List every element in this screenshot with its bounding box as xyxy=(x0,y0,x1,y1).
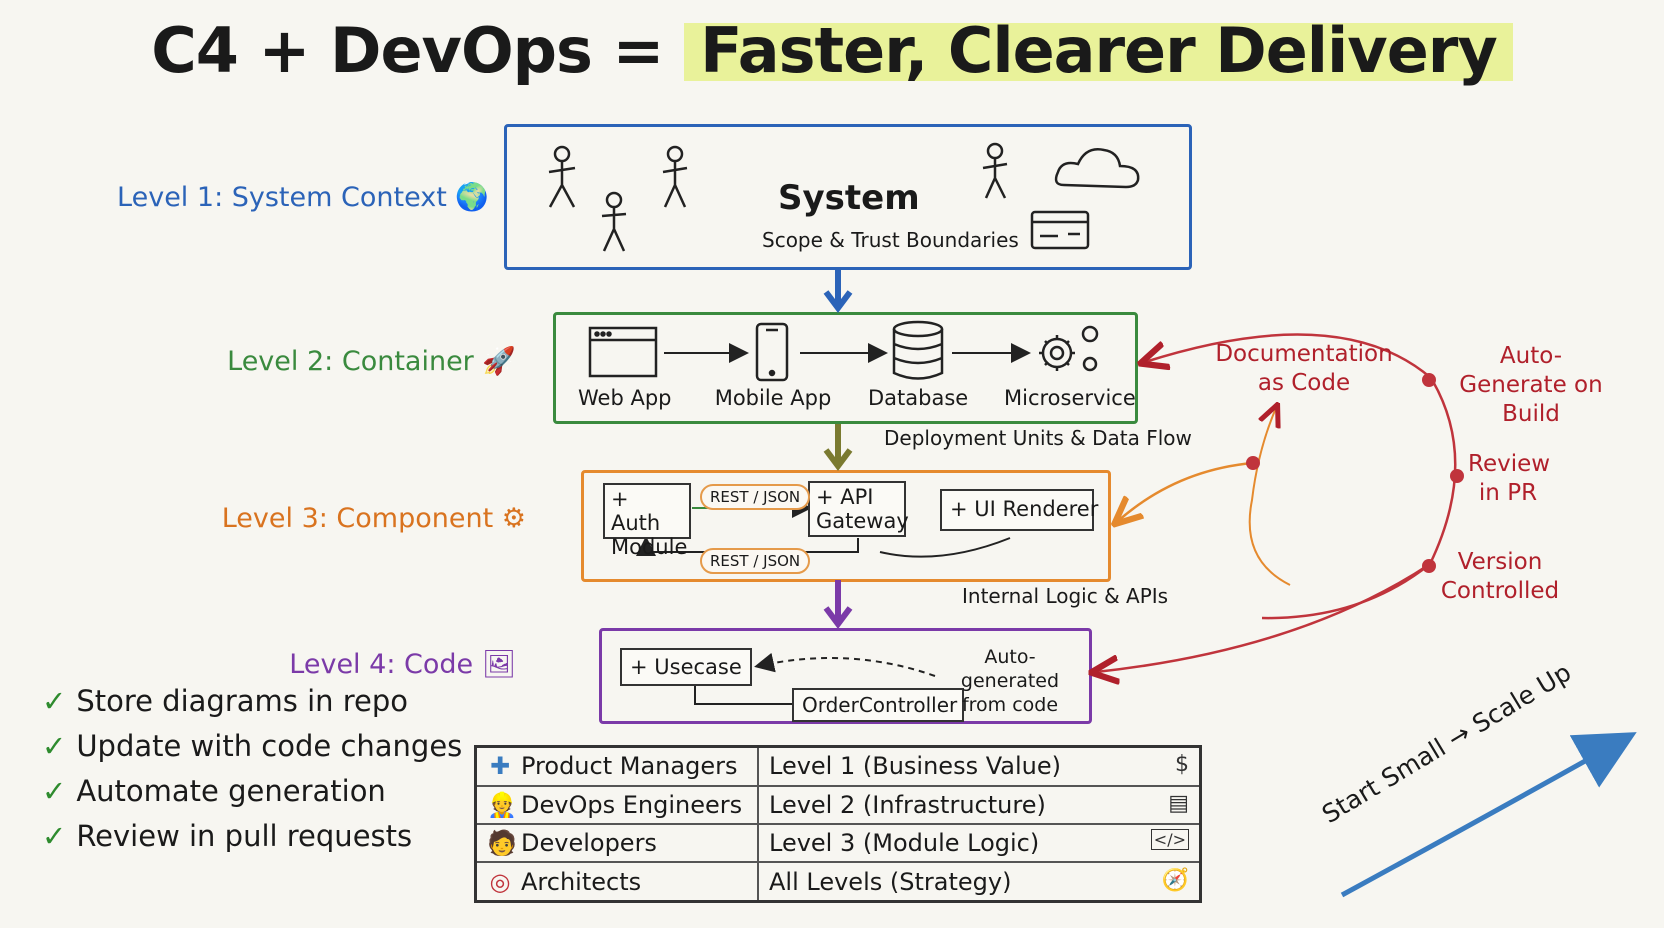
api-gateway-box: + API Gateway xyxy=(808,481,909,537)
picture-icon: 🖼 xyxy=(481,649,516,680)
level1-box xyxy=(504,124,1192,270)
level3-label: Level 3: Component ⚙ xyxy=(221,503,526,534)
rest-json-pill-bottom: REST / JSON xyxy=(700,548,811,574)
credit-card-icon xyxy=(1030,210,1090,250)
mobile-app-label: Mobile App xyxy=(714,386,832,410)
table-row: 🧑Developers Level 3 (Module Logic)</> xyxy=(474,822,1202,864)
cycle-node xyxy=(1450,469,1464,483)
cycle-node xyxy=(1422,559,1436,573)
system-label: System xyxy=(778,178,920,218)
checklist-item: ✓Automate generation xyxy=(42,774,386,808)
level1-caption: Scope & Trust Boundaries xyxy=(762,228,1019,252)
person-icon xyxy=(548,145,576,208)
usecase-box: + Usecase xyxy=(620,648,752,686)
table-row: ◎Architects All Levels (Strategy)🧭 xyxy=(474,861,1202,903)
documentation-as-code-label: Documentation as Code xyxy=(1215,341,1393,396)
web-app-label: Web App xyxy=(578,386,672,410)
cycle-node xyxy=(1422,373,1436,387)
target-icon: ◎ xyxy=(489,867,511,896)
check-icon: ✓ xyxy=(42,684,67,718)
level2-label: Level 2: Container 🚀 xyxy=(227,346,516,377)
roles-table: ✚Product Managers Level 1 (Business Valu… xyxy=(474,745,1202,903)
database-icon xyxy=(892,320,944,380)
developer-icon: 🧑 xyxy=(487,829,517,858)
level2-to-level3-arrow xyxy=(823,424,853,471)
auth-module-box: + Auth Module xyxy=(603,483,691,559)
title-part2: Faster, Clearer Delivery xyxy=(684,14,1513,87)
checklist-item: ✓Store diagrams in repo xyxy=(42,684,409,718)
microservice-gears-icon xyxy=(1039,325,1099,372)
person-icon xyxy=(662,145,688,208)
devops-cycle xyxy=(1261,377,1457,620)
globe-icon: 🌍 xyxy=(455,182,489,213)
table-row: ✚Product Managers Level 1 (Business Valu… xyxy=(474,745,1202,787)
plus-icon: ✚ xyxy=(489,752,511,781)
microservice-label: Microservice xyxy=(1004,386,1136,410)
page-title: C4 + DevOps = Faster, Clearer Delivery xyxy=(0,14,1664,87)
ui-renderer-box: + UI Renderer xyxy=(940,489,1098,531)
checklist-item: ✓Update with code changes xyxy=(42,729,463,763)
check-icon: ✓ xyxy=(42,774,67,808)
engineer-icon: 👷 xyxy=(487,790,517,819)
rest-json-pill-top: REST / JSON xyxy=(700,484,811,510)
checklist-item: ✓Review in pull requests xyxy=(42,819,413,853)
compass-icon: 🧭 xyxy=(1161,867,1189,893)
person-icon xyxy=(601,191,627,252)
money-icon: $ xyxy=(1175,752,1189,778)
level1-label: Level 1: System Context 🌍 xyxy=(117,182,489,213)
server-icon: ▤ xyxy=(1168,790,1189,816)
check-icon: ✓ xyxy=(42,819,67,853)
table-row: 👷DevOps Engineers Level 2 (Infrastructur… xyxy=(474,784,1202,825)
scale-up-arrow xyxy=(1340,732,1637,898)
check-icon: ✓ xyxy=(42,729,67,763)
level4-label: Level 4: Code 🖼 xyxy=(289,649,516,680)
browser-window-icon xyxy=(588,326,658,378)
cloud-icon xyxy=(1054,148,1140,189)
database-label: Database xyxy=(868,386,969,410)
order-controller-box: OrderController xyxy=(792,688,964,722)
level2-caption: Deployment Units & Data Flow xyxy=(884,426,1192,450)
code-icon: </> xyxy=(1150,829,1189,851)
checklist: ✓Store diagrams in repo ✓Update with cod… xyxy=(42,684,462,864)
title-part1: C4 + DevOps = xyxy=(151,14,685,87)
auto-generated-note: Auto-generated from code xyxy=(960,646,1060,716)
mobile-phone-icon xyxy=(755,322,789,382)
auto-generate-label: Auto-Generate on Build xyxy=(1459,343,1603,427)
level3-to-level4-arrow xyxy=(823,580,853,629)
level3-caption: Internal Logic & APIs xyxy=(962,584,1169,608)
gear-icon: ⚙ xyxy=(501,503,526,534)
version-controlled-label: Version Controlled xyxy=(1440,549,1560,604)
cycle-node xyxy=(1246,456,1260,470)
level1-to-level2-arrow xyxy=(823,268,853,313)
person-icon xyxy=(982,142,1008,199)
review-in-pr-label: Review in PR xyxy=(1468,451,1551,506)
rocket-icon: 🚀 xyxy=(482,346,516,377)
